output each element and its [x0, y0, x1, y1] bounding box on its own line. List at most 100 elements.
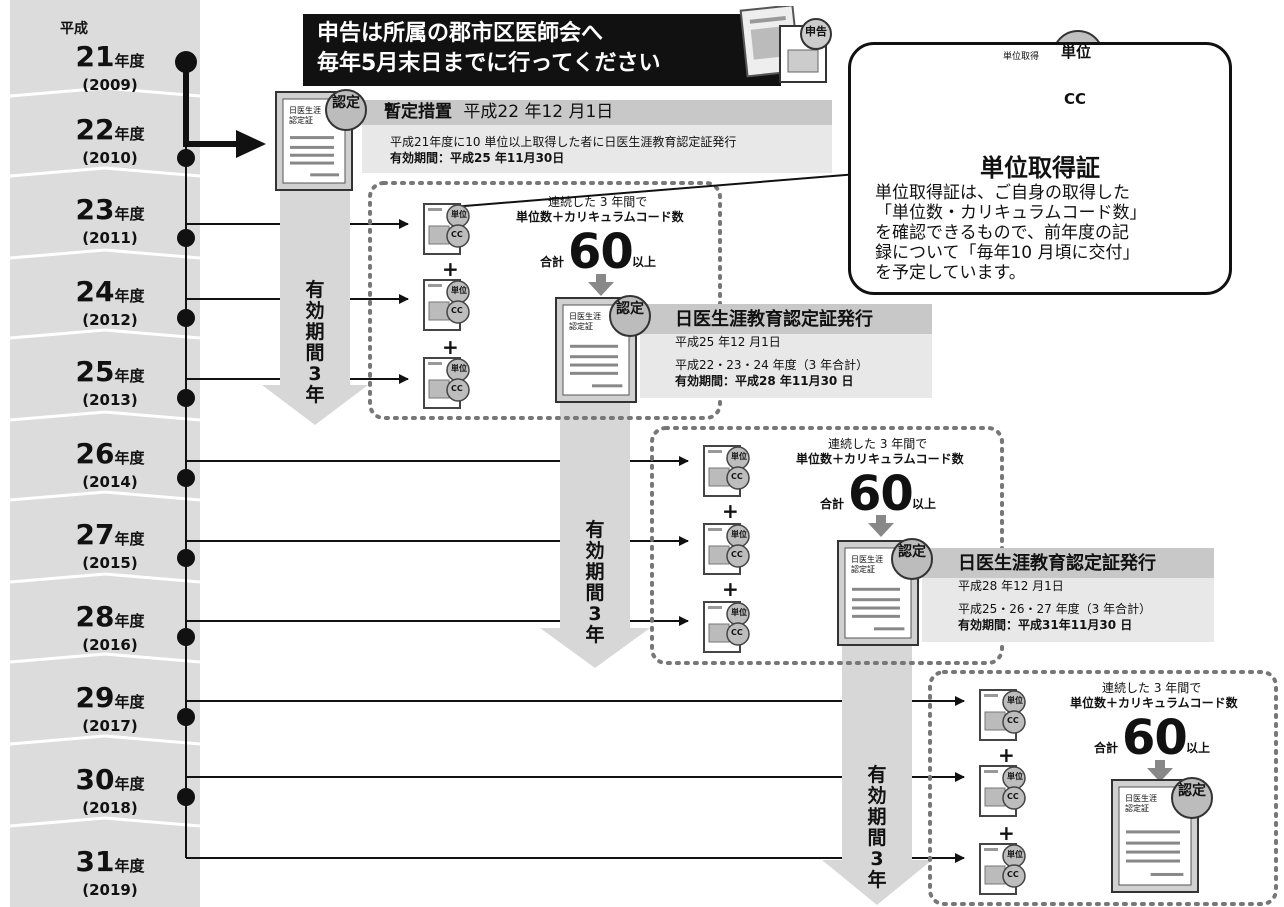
year-divider — [9, 248, 201, 260]
criteria-line1: 連続した 3 年間で — [828, 437, 928, 451]
application-form-badge: 申告 — [805, 25, 827, 38]
year-label: 26年度(2014) — [50, 437, 170, 491]
year-divider — [9, 86, 201, 98]
year-number-line: 30年度 — [50, 763, 170, 796]
certificate-date: 平成28 年12 月1日 — [958, 579, 1064, 593]
year-dot — [177, 309, 195, 327]
cert-header-bar-2 — [922, 548, 1214, 578]
certificate-title: 日医生涯教育認定証発行 — [675, 309, 873, 330]
validity-char: 年 — [305, 384, 325, 406]
year-suffix: 年度 — [114, 857, 145, 875]
interim-validity: 有効期間：平成25 年11月30日 — [390, 151, 565, 165]
validity-arrow-3 — [822, 635, 932, 905]
year-number: 21 — [75, 40, 115, 73]
unit-slip-icon — [423, 279, 470, 331]
criteria-arrow-2 — [868, 515, 894, 537]
certificate-title: 日医生涯教育認定証発行 — [958, 553, 1156, 574]
era-prefix: 平成 — [60, 21, 88, 37]
certificate-doc-label: 日医生涯 認定証 — [569, 312, 601, 331]
western-year: (2017) — [82, 717, 138, 735]
validity-char: 効 — [305, 300, 325, 322]
criteria-total-prefix: 合計 — [1094, 741, 1119, 755]
validity-char: 有 — [867, 764, 887, 786]
criteria-line2: 単位数＋カリキュラムコード数 — [516, 210, 684, 224]
year-dot — [177, 469, 195, 487]
year-dot — [177, 549, 195, 567]
validity-char: 期 — [585, 561, 605, 583]
criteria-arrow-3 — [1147, 760, 1173, 782]
western-year: (2009) — [82, 76, 138, 94]
year-number: 29 — [75, 681, 115, 714]
criteria-line1: 連続した 3 年間で — [1102, 681, 1202, 695]
unit-badge: 単位 — [1007, 850, 1023, 859]
criteria-total-prefix: 合計 — [820, 497, 845, 511]
criteria-total-prefix: 合計 — [540, 255, 565, 269]
interim-date: 平成22 年12 月1日 — [463, 102, 614, 122]
application-form-icon — [739, 6, 832, 83]
year-dividers — [9, 86, 201, 828]
cc-badge: CC — [731, 628, 743, 637]
validity-char: 年 — [585, 624, 605, 646]
year-dot — [177, 149, 195, 167]
unit-badge: 単位 — [451, 286, 467, 295]
validity-char: 間 — [305, 342, 325, 364]
plus-sign: + — [998, 821, 1015, 845]
unit-slip-icon — [423, 203, 470, 255]
cc-badge: CC — [731, 472, 743, 481]
year-label: 21年度 (2009) — [50, 40, 170, 94]
year-suffix: 年度 — [114, 449, 145, 467]
year-suffix: 年度 — [114, 775, 145, 793]
plus-sign: + — [442, 257, 459, 281]
year-divider — [9, 652, 201, 664]
certificate-years: 平成25・26・27 年度（3 年合計） — [958, 602, 1152, 616]
year-number-line: 29年度 — [50, 681, 170, 714]
year-dot — [177, 628, 195, 646]
plus-sign: + — [722, 499, 739, 523]
validity-char: 間 — [867, 827, 887, 849]
unit-badge: 単位 — [1007, 772, 1023, 781]
unit-badge: 単位 — [451, 364, 467, 373]
year-number-line: 22年度 — [50, 113, 170, 146]
criteria-arrow-1 — [588, 274, 614, 296]
interim-arrowhead — [236, 130, 266, 158]
certificate-doc-label: 日医生涯 認定証 — [289, 106, 321, 125]
validity-char: 3 — [870, 848, 884, 870]
certificate-doc-label: 日医生涯 認定証 — [851, 555, 883, 574]
year-label: 28年度(2016) — [50, 600, 170, 654]
interim-desc: 平成21年度に10 単位以上取得した者に日医生涯教育認定証発行 — [390, 135, 737, 149]
unit-badge: 単位 — [731, 530, 747, 539]
year-number: 30 — [75, 763, 115, 796]
cc-badge: CC — [731, 550, 743, 559]
year-number-line: 28年度 — [50, 600, 170, 633]
year-label: 29年度 (2017) — [50, 681, 170, 735]
unit-slip-icon — [703, 445, 750, 497]
cc-badge: CC — [1007, 870, 1019, 879]
unit-badge: 単位 — [1007, 696, 1023, 705]
validity-char: 間 — [585, 582, 605, 604]
validity-char: 効 — [585, 540, 605, 562]
year-suffix: 年度 — [114, 205, 145, 223]
certificate-date: 平成25 年12 月1日 — [675, 335, 781, 349]
criteria-total-value: 60 — [568, 224, 634, 280]
western-year: (2013) — [82, 391, 138, 409]
certificate-validity: 有効期間：平成31年11月30 日 — [958, 618, 1133, 632]
criteria-total-suffix: 以上 — [912, 497, 937, 511]
western-year: (2015) — [82, 554, 138, 572]
certificate-validity: 有効期間：平成28 年11月30 日 — [675, 374, 854, 388]
year-suffix: 年度 — [114, 52, 145, 70]
interim-title: 暫定措置 平成22 年12 月1日 — [384, 103, 613, 122]
year-dot — [175, 51, 197, 73]
criteria-line2: 単位数＋カリキュラムコード数 — [1070, 696, 1238, 710]
year-suffix: 年度 — [114, 530, 145, 548]
unit-slip-icon — [979, 843, 1026, 895]
criteria-total-suffix: 以上 — [632, 255, 657, 269]
callout-body: 単位取得証は、ご自身の取得した 「単位数・カリキュラムコード数」 を確認できるも… — [875, 183, 1147, 283]
certificate-document-2016 — [837, 538, 933, 646]
cc-badge: CC — [1007, 792, 1019, 801]
year-divider — [9, 166, 201, 178]
criteria-total-value: 60 — [848, 466, 914, 522]
year-number-line: 27年度 — [50, 518, 170, 551]
